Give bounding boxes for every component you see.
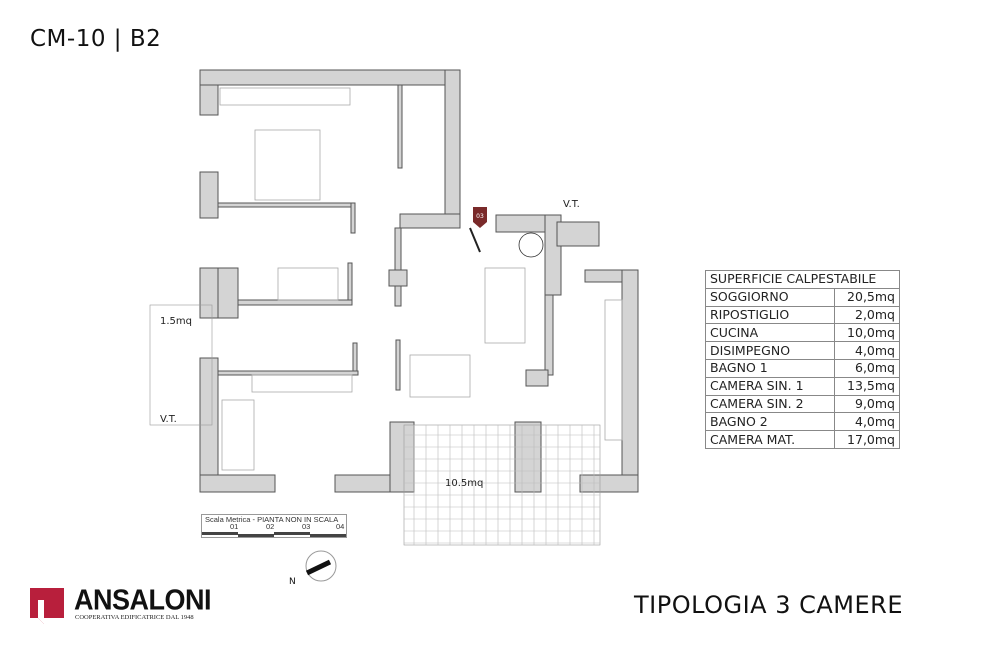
room-name: CAMERA MAT. (705, 430, 835, 449)
wall (394, 227, 402, 307)
north-label: N (289, 577, 296, 587)
wall (217, 370, 359, 376)
room-area: 4,0mq (834, 412, 900, 432)
scale-tick: 03 (302, 522, 311, 531)
north-arrow: N (289, 550, 337, 587)
room-area: 17,0mq (834, 430, 900, 449)
room-name: CAMERA SIN. 2 (705, 394, 835, 414)
scale-bar: Scala Metrica - PIANTA NON IN SCALA 01 0… (201, 514, 347, 538)
column (518, 232, 544, 258)
room-name: BAGNO 1 (705, 358, 835, 378)
wall (199, 171, 219, 219)
room-area: 20,5mq (834, 287, 900, 307)
logo-mark-icon (30, 588, 64, 624)
logo-subtitle: COOPERATIVA EDIFICATRICE DAL 1948 (75, 614, 194, 621)
wall (525, 369, 549, 387)
room-name: CAMERA SIN. 1 (705, 376, 835, 396)
room-name: RIPOSTIGLIO (705, 305, 835, 325)
scale-title: Scala Metrica - PIANTA NON IN SCALA (205, 515, 339, 524)
balcony-grid (149, 304, 601, 546)
room-area: 10,0mq (834, 323, 900, 343)
ansaloni-logo: ANSALONI COOPERATIVA EDIFICATRICE DAL 19… (30, 584, 212, 628)
room-name: CUCINA (705, 323, 835, 343)
tipologia-title: TIPOLOGIA 3 CAMERE (634, 591, 904, 619)
scale-tick: 04 (336, 522, 345, 531)
label-balcony-small: 1.5mq (160, 316, 192, 327)
wall (199, 267, 219, 319)
wall (347, 262, 353, 306)
wall (352, 342, 358, 376)
bed (221, 399, 255, 471)
wardrobe (219, 87, 351, 106)
room-area: 13,5mq (834, 376, 900, 396)
wall (621, 269, 639, 493)
wall (399, 213, 461, 229)
label-vt-top: V.T. (563, 199, 580, 210)
bed (254, 129, 321, 201)
wall (217, 202, 356, 208)
wardrobe (251, 374, 353, 393)
wall (217, 267, 239, 319)
wall (556, 221, 600, 247)
unit-marker: 03 (476, 213, 484, 220)
room-area: 6,0mq (834, 358, 900, 378)
wall (579, 474, 639, 493)
room-name: DISIMPEGNO (705, 341, 835, 360)
unit-marker-icon (473, 207, 487, 228)
wall (389, 421, 415, 493)
label-balcony-large: 10.5mq (445, 478, 483, 489)
wall (544, 294, 554, 376)
unit-code: CM-10 | B2 (30, 26, 162, 52)
scale-tick: 02 (266, 522, 275, 531)
room-area: 4,0mq (834, 341, 900, 360)
kitchen-counter (604, 299, 623, 441)
walls (199, 69, 639, 493)
wall (388, 269, 408, 287)
wall (199, 474, 276, 493)
wall (514, 421, 542, 493)
wall (199, 69, 461, 86)
wall (350, 202, 356, 234)
sofa (484, 267, 526, 344)
room-name: BAGNO 2 (705, 412, 835, 432)
label-vt-left: V.T. (160, 414, 177, 425)
bed (277, 267, 339, 301)
furniture (219, 87, 623, 471)
scale-tick: 01 (230, 522, 239, 531)
logo-name: ANSALONI (74, 584, 212, 616)
room-area: 2,0mq (834, 305, 900, 325)
room-area: 9,0mq (834, 394, 900, 414)
entrance-door (469, 227, 481, 253)
wall (444, 69, 461, 229)
room-name: SOGGIORNO (705, 287, 835, 307)
dining-table (409, 354, 471, 398)
table-row: CAMERA MAT.17,0mq (705, 430, 900, 449)
wall (395, 339, 401, 391)
table-title: SUPERFICIE CALPESTABILE (705, 270, 900, 289)
wall (397, 84, 403, 169)
